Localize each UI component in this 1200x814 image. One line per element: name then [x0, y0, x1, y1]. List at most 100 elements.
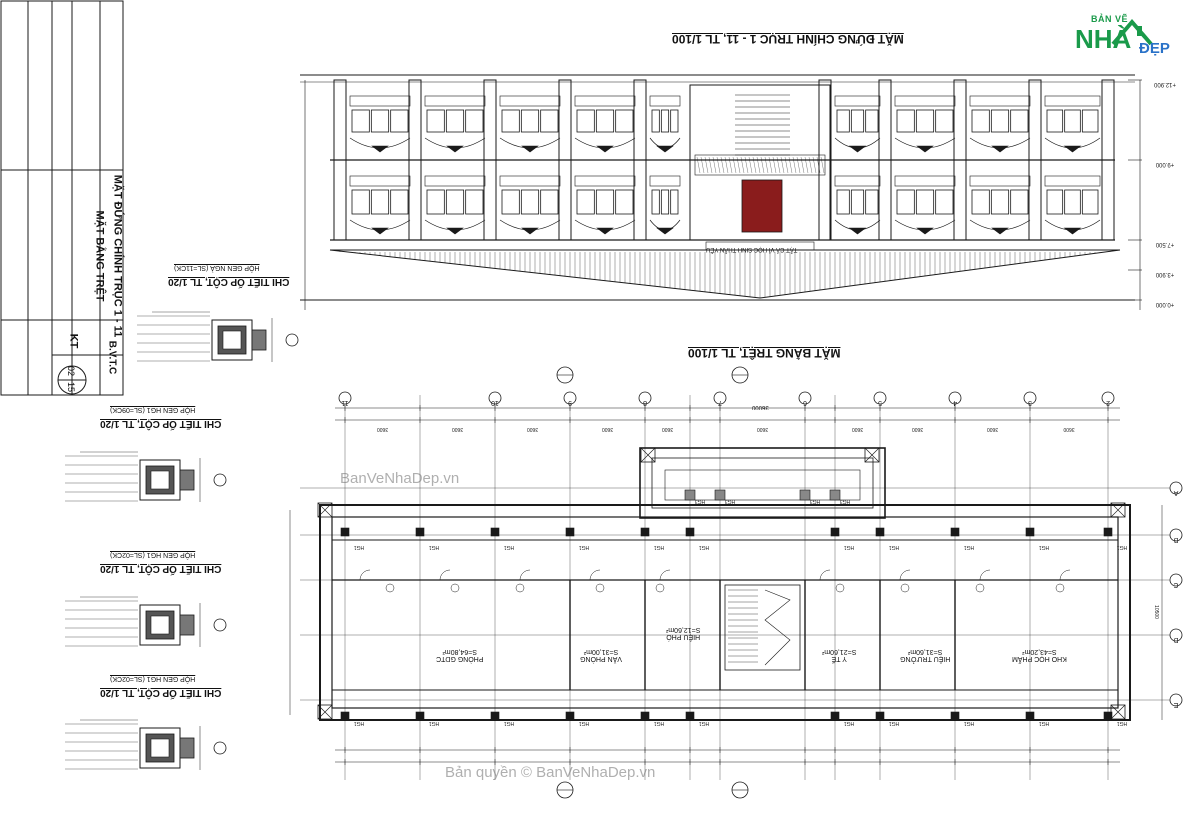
dim-text: 10500 [1153, 605, 1159, 619]
canopy-hatch [752, 156, 757, 174]
dim-text: 3600 [662, 426, 673, 432]
elevation-transom [1044, 95, 1101, 107]
elevation-ornament [848, 227, 867, 235]
plan-column [1025, 711, 1035, 721]
elevation-window [865, 189, 879, 215]
elevation-transom [574, 175, 636, 187]
plan-entrance-step [664, 469, 861, 501]
axis-bubble [1169, 528, 1183, 542]
elevation-transom [499, 95, 561, 107]
sheet-code: KT [67, 333, 80, 349]
hg3-tag: HG3 [810, 498, 821, 504]
elevation-pillar [633, 79, 647, 241]
axis-number: 5 [878, 399, 882, 406]
elevation-window [501, 109, 520, 133]
axis-bubble [1169, 481, 1183, 495]
watermark-copyright: Bản quyền © BanVeNhaDep.vn [445, 764, 656, 781]
elevation-window [660, 109, 670, 133]
dim-text: 3600 [377, 426, 388, 432]
axis-number: 2 [1106, 399, 1110, 406]
tag-circle [975, 583, 985, 593]
elevation-window [1010, 189, 1029, 215]
elevation-ornament [371, 227, 389, 235]
corner-column [1110, 502, 1126, 518]
hg-tag: HG1 [654, 544, 665, 550]
elevation-ornament [848, 145, 867, 153]
hg-tag: HG1 [504, 720, 515, 726]
elevation-banner: TẬT CẢ VÌ HỌC SINH THÂN YÊU [706, 246, 798, 252]
hg-tag: HG1 [844, 720, 855, 726]
detail-4-axis-bubble [213, 741, 227, 755]
elevation-window [651, 109, 660, 133]
elevation-pillar [1028, 79, 1042, 241]
elevation-transom [969, 175, 1031, 187]
detail-title-3: CHI TIẾT ỐP CỘT, TL 1/20 [100, 563, 222, 574]
tag-circle [515, 583, 525, 593]
door-swing [589, 569, 601, 581]
hg-tag: HG1 [579, 720, 590, 726]
elevation-window [1010, 109, 1029, 133]
plan-column [1103, 711, 1113, 721]
axis-bubble [713, 391, 727, 405]
door-swing [359, 569, 371, 581]
elevation-window [595, 189, 615, 215]
canopy-hatch [808, 156, 813, 174]
axis-bubble [1101, 391, 1115, 405]
axis-number: 8 [643, 399, 647, 406]
detail-title-4: CHI TIẾT ỐP CỘT, TL 1/20 [100, 687, 222, 698]
axis-letter: C [1173, 581, 1178, 588]
plan-column [640, 527, 650, 537]
elevation-window [670, 109, 679, 133]
elevation-window [1046, 109, 1064, 133]
canopy-hatch [780, 156, 785, 174]
canopy-hatch [816, 156, 821, 174]
room-hieu-pho: HIỆU PHÓ S=12,60m² [666, 626, 700, 640]
room-hieu-truong: HIỆU TRƯỞNG S=31,60m² [900, 648, 950, 662]
plan-column [875, 711, 885, 721]
axis-bubble [338, 391, 352, 405]
canopy-hatch [708, 156, 713, 174]
elevation-window [915, 189, 935, 215]
corner-x [864, 447, 880, 463]
corner-column [317, 704, 333, 720]
elevation-window [501, 189, 520, 215]
axis-bubble [1023, 391, 1037, 405]
elevation-transom [834, 95, 881, 107]
elevation-window [660, 189, 670, 215]
elevation-pillar [333, 79, 347, 241]
room-area: S=12,60m² [666, 626, 701, 633]
elevation-window [426, 189, 445, 215]
canopy-hatch [696, 156, 701, 174]
elevation-window [390, 189, 409, 215]
hg-tag: HG1 [504, 544, 515, 550]
elevation-window [896, 189, 915, 215]
elevation-window [990, 109, 1010, 133]
dim-text: 3600 [452, 426, 463, 432]
room-area: S=64,80m² [442, 648, 477, 655]
elevation-window [465, 109, 484, 133]
axis-number: 6 [803, 399, 807, 406]
plan-column [415, 711, 425, 721]
hg-tag: HG1 [699, 544, 710, 550]
corner-x [1110, 502, 1126, 518]
canopy-hatch [804, 156, 809, 174]
corner-x [640, 447, 656, 463]
detail-2-center [150, 470, 170, 490]
axis-bubble [563, 391, 577, 405]
canopy-hatch [756, 156, 761, 174]
canopy-hatch [776, 156, 781, 174]
door-swing [819, 569, 831, 581]
room-name: HIỆU PHÓ [666, 633, 701, 640]
level-mark: +12.900 [1153, 81, 1176, 87]
plan-column [830, 527, 840, 537]
door-swing [519, 569, 531, 581]
plan-column [685, 711, 695, 721]
hg-tag: HG1 [1039, 720, 1050, 726]
axis-number: 3 [1028, 399, 1032, 406]
elevation-window [670, 189, 679, 215]
elevation-ornament [991, 227, 1009, 235]
tag-circle [835, 583, 845, 593]
detail-title-2: CHI TIẾT ỐP CỘT, TL 1/20 [100, 418, 222, 429]
door-swing [979, 569, 991, 581]
elevation-window [935, 109, 954, 133]
